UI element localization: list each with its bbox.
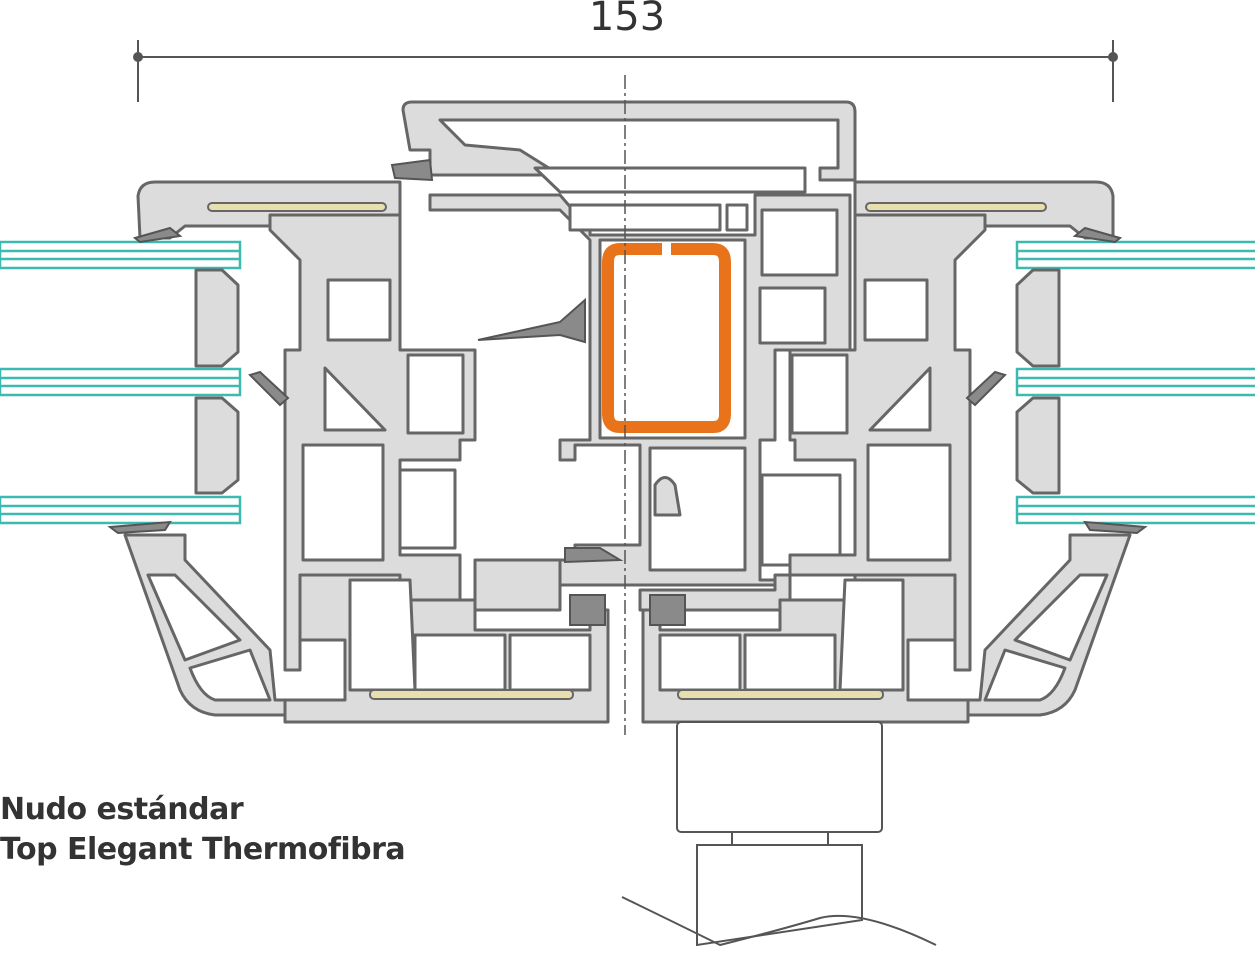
caption-line-1: Nudo estándar <box>0 792 244 827</box>
spacer-bars <box>194 268 1061 495</box>
steel-reinforcement <box>602 243 731 433</box>
insert-top-right <box>865 202 1047 212</box>
dimension-line <box>133 40 1118 102</box>
drawing-caption: Nudo estándar Top Elegant Thermofibra <box>0 790 406 870</box>
glazing-bead-right <box>966 520 1148 717</box>
glass-left <box>0 240 242 525</box>
dimension-label: 153 <box>588 0 666 40</box>
sash-right <box>638 213 987 672</box>
glass-right <box>1015 240 1255 525</box>
gaskets <box>132 158 1123 626</box>
caption-line-2: Top Elegant Thermofibra <box>0 832 406 867</box>
wall-section <box>621 721 937 947</box>
frame-bottom-right <box>641 573 970 724</box>
mullion-top-cap <box>401 100 857 182</box>
glazing-bead-left <box>107 520 287 717</box>
insert-top-left <box>207 202 387 212</box>
frame-bottom-left <box>283 573 610 724</box>
